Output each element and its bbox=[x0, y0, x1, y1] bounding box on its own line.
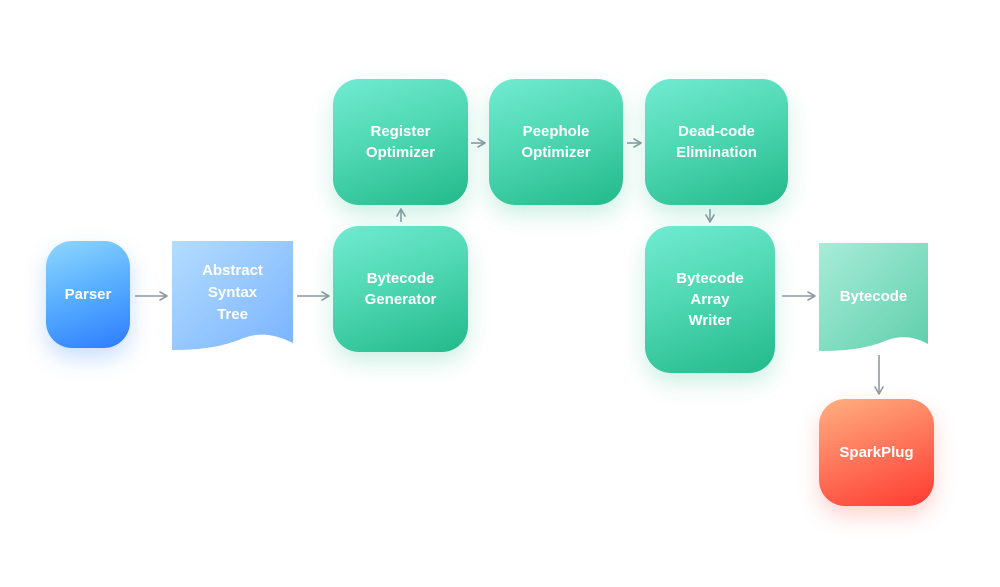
node-bytecode-generator: Bytecode Generator bbox=[333, 226, 468, 352]
node-peephole-optimizer: Peephole Optimizer bbox=[489, 79, 623, 205]
node-ast-label: Abstract Syntax Tree bbox=[202, 262, 263, 323]
node-dead-code-elimination: Dead-code Elimination bbox=[645, 79, 788, 205]
node-sparkplug: SparkPlug bbox=[819, 399, 934, 506]
document-shape-bytecode bbox=[819, 243, 928, 351]
node-bytecode-label: Bytecode bbox=[839, 288, 908, 305]
document-shape-ast bbox=[172, 241, 293, 350]
node-bytecode-array-writer: Bytecode Array Writer bbox=[645, 226, 775, 373]
node-parser: Parser bbox=[46, 241, 130, 348]
node-abstract-syntax-tree: Abstract Syntax Tree bbox=[172, 241, 293, 351]
node-bytecode: Bytecode bbox=[819, 243, 928, 353]
node-register-optimizer: Register Optimizer bbox=[333, 79, 468, 205]
